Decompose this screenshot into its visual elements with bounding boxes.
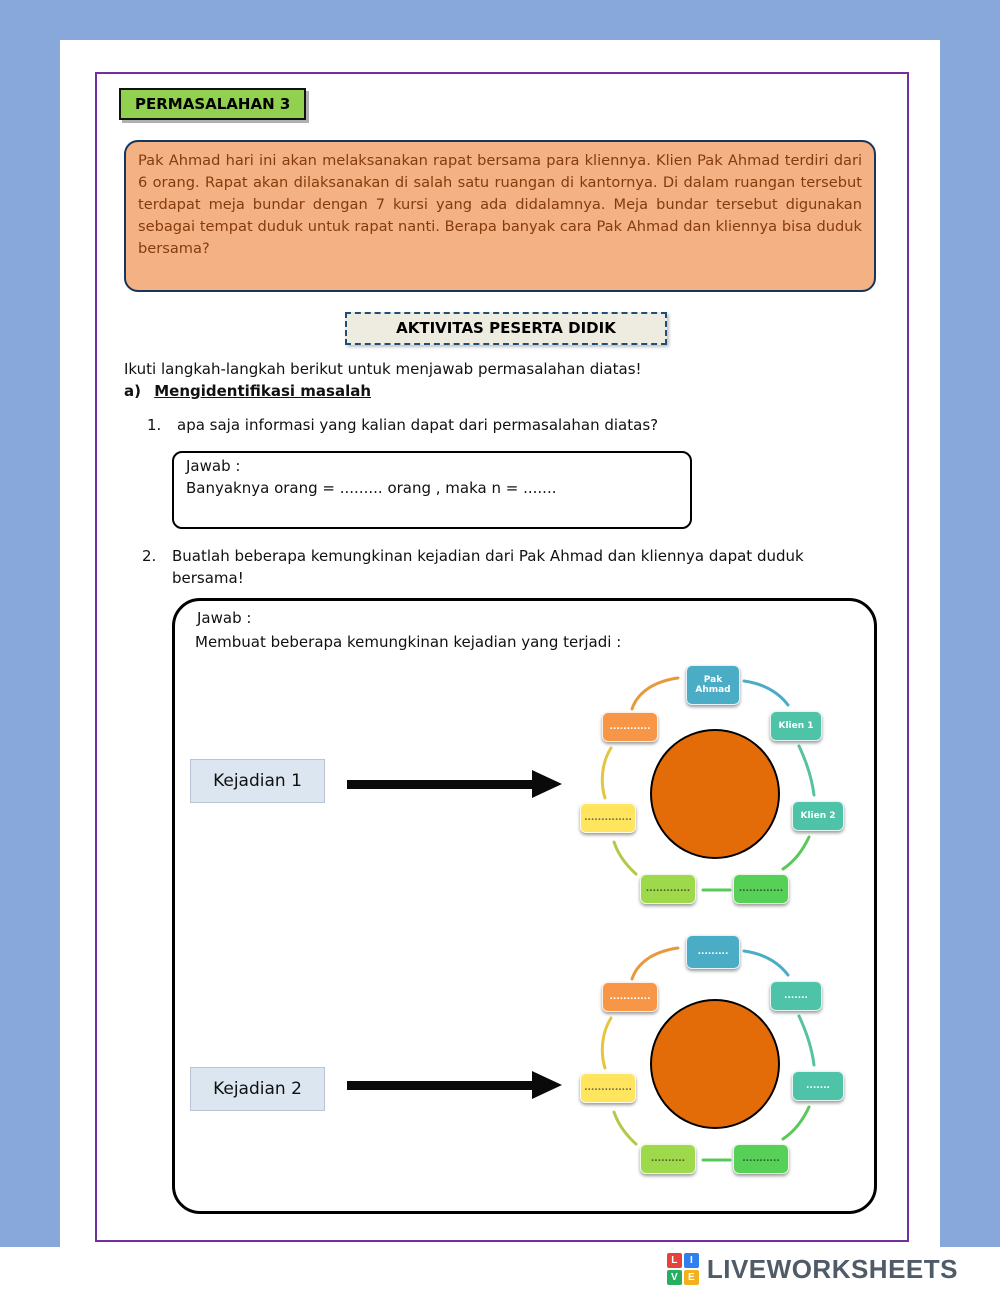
question-1-text: apa saja informasi yang kalian dapat dar… (177, 416, 659, 434)
answer-line-1[interactable]: Banyaknya orang = ......... orang , maka… (186, 479, 557, 497)
section-a-label: a) (124, 382, 141, 400)
kejadian-1-text: Kejadian 1 (213, 771, 302, 791)
arrow-shaft (347, 779, 532, 789)
question-2: 2. Buatlah beberapa kemungkinan kejadian… (142, 546, 877, 590)
logo-squares-icon: L I V E (666, 1253, 699, 1285)
logo-square-e: E (683, 1270, 699, 1285)
worksheet-page: PERMASALAHAN 3 Pak Ahmad hari ini akan m… (60, 40, 940, 1247)
seat-blank-bottom-right-1[interactable]: ............. (733, 874, 789, 904)
logo-square-v: V (666, 1270, 682, 1285)
logo-square-i: I (683, 1253, 699, 1268)
arrow-head-icon (532, 1071, 562, 1099)
seat-pak-ahmad-line2: Ahmad (695, 685, 731, 695)
question-2-number: 2. (142, 547, 157, 565)
activity-title: AKTIVITAS PESERTA DIDIK (396, 319, 616, 337)
seat-klien-1: Klien 1 (770, 711, 822, 741)
seat-blank-left-1[interactable]: .............. (580, 803, 636, 833)
problem-text: Pak Ahmad hari ini akan melaksanakan rap… (138, 152, 862, 257)
activity-title-box: AKTIVITAS PESERTA DIDIK (345, 312, 667, 345)
round-table-2 (650, 999, 780, 1129)
seat-blank-right-2[interactable]: ....... (792, 1071, 844, 1101)
seat-blank-top-2[interactable]: ......... (686, 935, 740, 969)
seat-pak-ahmad-line1: Pak (703, 674, 723, 685)
footer-bar: L I V E LIVEWORKSHEETS (0, 1247, 1000, 1291)
liveworksheets-logo: L I V E LIVEWORKSHEETS (666, 1253, 958, 1285)
kejadian-2-arrow (347, 1071, 562, 1099)
instruction-text: Ikuti langkah-langkah berikut untuk menj… (124, 360, 642, 378)
seat-blank-bottom-right-2[interactable]: ........... (733, 1144, 789, 1174)
seat-klien-2: Klien 2 (792, 801, 844, 831)
jawab-label-2: Jawab : (197, 609, 252, 627)
jawab-label-1: Jawab : (186, 457, 241, 475)
section-a-title: Mengidentifikasi masalah (154, 382, 372, 400)
seat-blank-left-2[interactable]: .............. (580, 1073, 636, 1103)
question-1: 1. apa saja informasi yang kalian dapat … (147, 416, 847, 434)
section-a-heading: a) Mengidentifikasi masalah (124, 382, 371, 400)
question-2-text: Buatlah beberapa kemungkinan kejadian da… (172, 547, 804, 587)
answer-box-1[interactable]: Jawab : Banyaknya orang = ......... oran… (172, 451, 692, 529)
question-1-number: 1. (147, 416, 162, 434)
seat-blank-top-2-line1: ......... (697, 946, 729, 957)
answer-box-2[interactable]: Jawab : Membuat beberapa kemungkinan kej… (172, 598, 877, 1214)
answer-2-subtitle: Membuat beberapa kemungkinan kejadian ya… (195, 633, 622, 651)
seat-pak-ahmad: Pak Ahmad (686, 665, 740, 705)
worksheet-frame: PERMASALAHAN 3 Pak Ahmad hari ini akan m… (95, 72, 909, 1242)
permasalahan-label: PERMASALAHAN 3 (119, 88, 307, 120)
seat-blank-bottom-left-1[interactable]: ............. (640, 874, 696, 904)
logo-wordmark: LIVEWORKSHEETS (706, 1253, 958, 1284)
seat-blank-top-left-1[interactable]: ............ (602, 712, 658, 742)
round-table-1 (650, 729, 780, 859)
cycle-arrows-2 (600, 946, 816, 1162)
seat-blank-bottom-left-2[interactable]: .......... (640, 1144, 696, 1174)
problem-statement-box: Pak Ahmad hari ini akan melaksanakan rap… (124, 140, 876, 292)
kejadian-2-label: Kejadian 2 (190, 1067, 325, 1111)
seat-blank-top-left-2[interactable]: ............ (602, 982, 658, 1012)
kejadian-2-text: Kejadian 2 (213, 1079, 302, 1099)
kejadian-1-label: Kejadian 1 (190, 759, 325, 803)
seat-blank-right-top-2[interactable]: ....... (770, 981, 822, 1011)
kejadian-1-arrow (347, 770, 562, 798)
arrow-shaft (347, 1080, 532, 1090)
cycle-arrows-1 (600, 676, 816, 892)
arrow-head-icon (532, 770, 562, 798)
logo-square-l: L (666, 1253, 682, 1268)
